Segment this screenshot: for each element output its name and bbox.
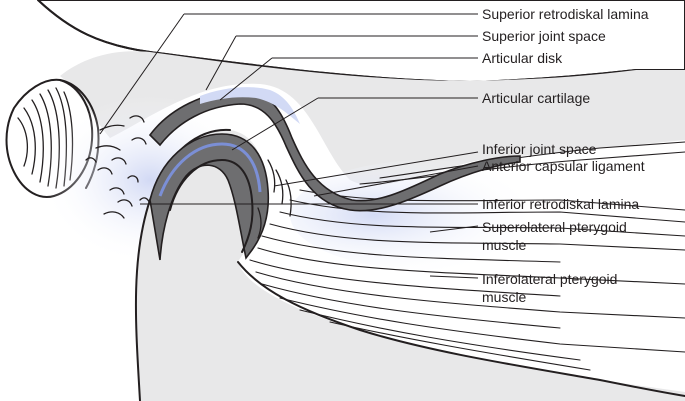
mandibular-condyle-bone bbox=[135, 129, 685, 401]
ramus-outline bbox=[134, 128, 231, 401]
capsular-ligament-marks bbox=[257, 159, 292, 239]
label-articular-disk: Articular disk bbox=[482, 50, 563, 66]
label-articular-cartilage: Articular cartilage bbox=[482, 90, 590, 106]
label-superior-joint-space: Superior joint space bbox=[482, 28, 606, 44]
articular-disk-shape bbox=[148, 89, 521, 212]
label-superolateral-pterygoid-muscle: Superolateral pterygoid bbox=[482, 219, 627, 235]
retrodiskal-tissue-marks bbox=[85, 115, 151, 219]
glenoid-fossa-bone bbox=[60, 51, 685, 186]
label-inferior-retrodiskal-lamina: Inferior retrodiskal lamina bbox=[482, 196, 639, 212]
label-inferolateral-pterygoid-muscle-line2: muscle bbox=[482, 289, 527, 305]
label-superolateral-pterygoid-muscle-line2: muscle bbox=[482, 237, 527, 253]
condyle-inner-outline bbox=[169, 159, 254, 253]
label-anterior-capsular-ligament: Anterior capsular ligament bbox=[482, 158, 645, 174]
leader-lines bbox=[99, 13, 479, 279]
label-superior-retrodiskal-lamina: Superior retrodiskal lamina bbox=[482, 6, 649, 22]
articular-cartilage-shape bbox=[158, 142, 262, 197]
temporal-bone-upper-edge bbox=[37, 0, 637, 83]
ramus-lower-edge bbox=[237, 261, 685, 397]
label-inferior-joint-space: Inferior joint space bbox=[482, 141, 597, 157]
label-inferolateral-pterygoid-muscle: Inferolateral pterygoid bbox=[482, 271, 617, 287]
